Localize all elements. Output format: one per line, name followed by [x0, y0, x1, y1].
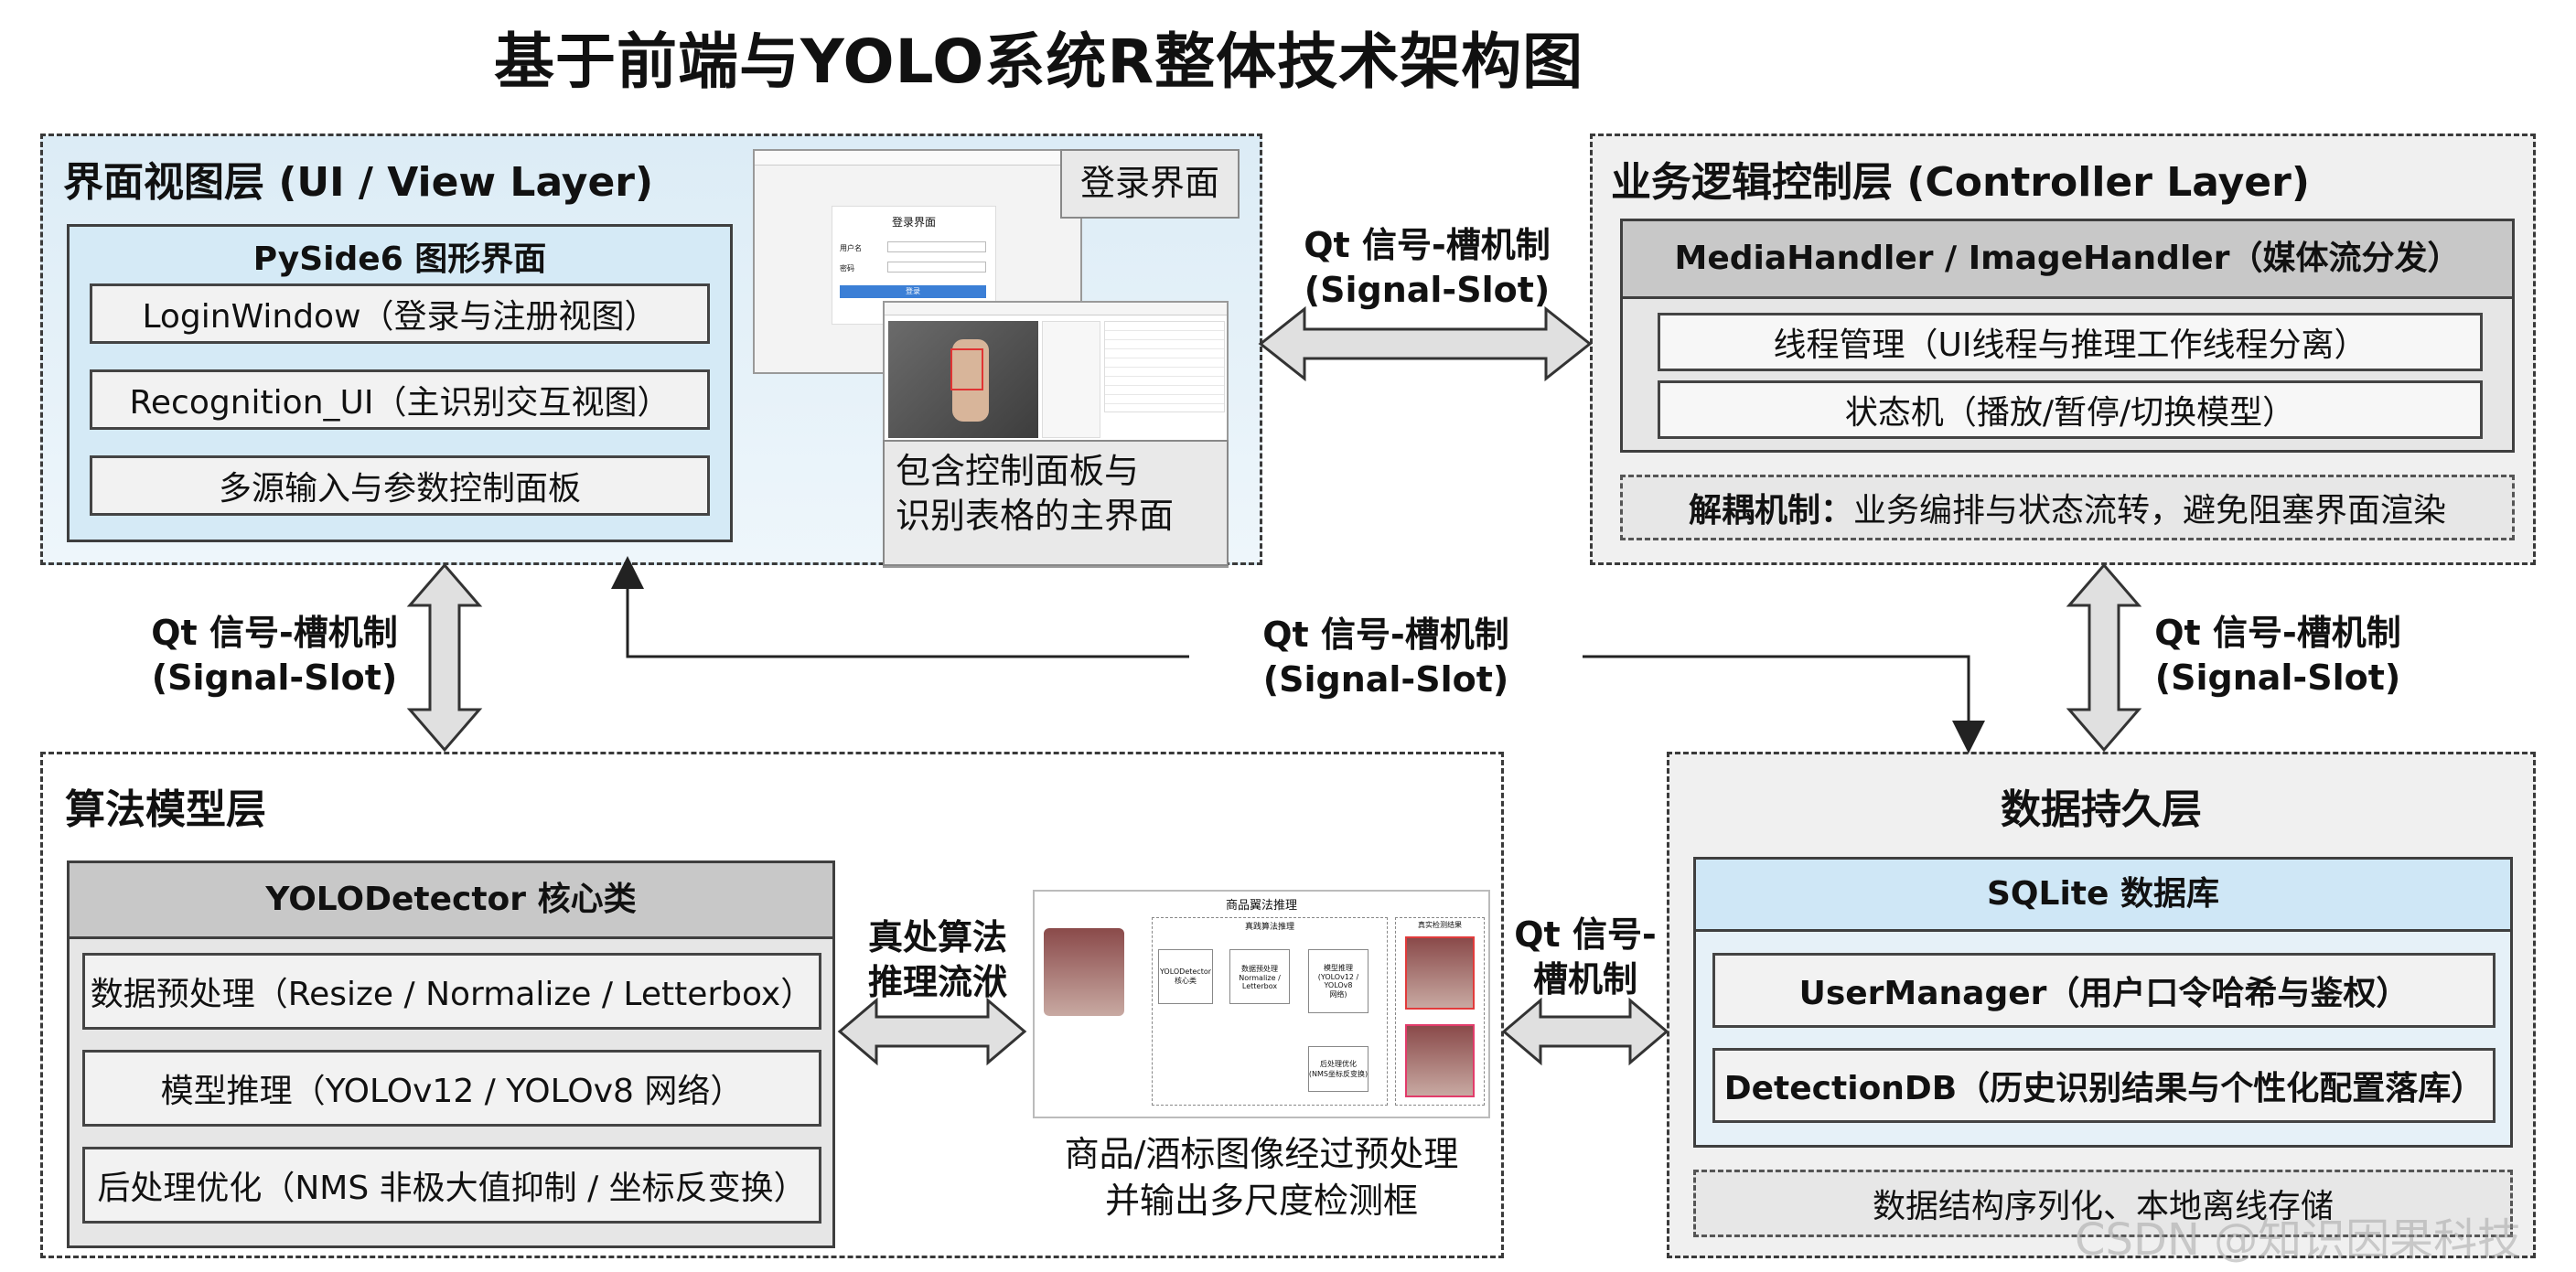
thread-management-item: 线程管理（UI线程与推理工作线程分离） — [1658, 313, 2483, 371]
main-screen-label: 包含控制面板与 识别表格的主界面 — [883, 440, 1229, 566]
preview-detection-box — [950, 348, 983, 390]
bottom-connector-text: Qt 信号- 槽机制 — [1514, 914, 1657, 1000]
decoupling-note-text: 业务编排与状态流转，避免阻塞界面渲染 — [1853, 492, 2447, 529]
left-double-arrow — [406, 562, 483, 753]
controller-layer: 业务逻辑控制层 (Controller Layer) MediaHandler … — [1590, 134, 2536, 565]
main-window-titlebar — [885, 303, 1227, 315]
left-connector-text: Qt 信号-槽机制 (Signal-Slot) — [151, 613, 398, 699]
bottle-photo — [1044, 928, 1124, 1016]
login-user-label: 用户名 — [840, 244, 862, 252]
inference-item: 模型推理（YOLOv12 / YOLOv8 网络） — [82, 1050, 821, 1127]
yolodetector-title: YOLODetector 核心类 — [70, 863, 832, 939]
login-submit-button: 登录 — [840, 285, 986, 298]
pipeline-box-postprocess-text: 后处理优化 (NMS坐标反变换) — [1308, 1060, 1368, 1078]
pipeline-box-inference: 模型推理 (YOLOv12 / YOLOv8 网络) — [1308, 949, 1368, 1013]
media-handler-panel: MediaHandler / ImageHandler（媒体流分发） 线程管理（… — [1620, 219, 2515, 453]
control-panel-mini — [1042, 321, 1100, 438]
pipeline-double-arrow — [837, 997, 1027, 1066]
serialization-note: 数据结构序列化、本地离线存储 — [1693, 1170, 2513, 1237]
center-connector-label: Qt 信号-槽机制 (Signal-Slot) — [1189, 613, 1583, 703]
pipeline-box-detector-text: YOLODetector 核心类 — [1159, 967, 1212, 985]
pipeline-caption-text: 商品/酒标图像经过预处理 并输出多尺度检测框 — [1064, 1134, 1459, 1222]
diagram-title: 基于前端与YOLO系统R整体技术架构图 — [494, 27, 1584, 97]
data-layer-title: 数据持久层 — [2001, 786, 2202, 833]
yolodetector-panel: YOLODetector 核心类 数据预处理（Resize / Normaliz… — [67, 860, 835, 1248]
login-screen-label: 登录界面 — [1060, 149, 1240, 219]
pipeline-box-postprocess: 后处理优化 (NMS坐标反变换) — [1308, 1046, 1368, 1092]
input-control-item: 多源输入与参数控制面板 — [90, 455, 710, 516]
login-form-heading: 登录界面 — [891, 216, 936, 229]
result-bottle-bottom — [1405, 1024, 1475, 1097]
pipeline-inner-title: 真践算法推理 — [1244, 923, 1294, 932]
preprocess-item: 数据预处理（Resize / Normalize / Letterbox） — [82, 953, 821, 1030]
pipeline-label: 真处算法 推理流洑 — [863, 915, 1013, 1006]
sqlite-title: SQLite 数据库 — [1696, 860, 2510, 932]
decoupling-note: 解耦机制：业务编排与状态流转，避免阻塞界面渲染 — [1620, 475, 2515, 540]
detection-db-item: DetectionDB（历史识别结果与个性化配置落库） — [1712, 1048, 2496, 1123]
login-window-titlebar — [755, 151, 1080, 166]
pyside6-panel-title: PySide6 图形界面 — [252, 241, 547, 278]
pipeline-result-box: 真实检测结果 — [1395, 917, 1485, 1106]
algorithm-layer-title: 算法模型层 — [65, 786, 266, 833]
decoupling-note-bold: 解耦机制： — [1688, 492, 1853, 529]
postprocess-item: 后处理优化（NMS 非极大值抑制 / 坐标反变换） — [82, 1147, 821, 1224]
sqlite-panel: SQLite 数据库 UserManager（用户口令哈希与鉴权） Detect… — [1693, 857, 2513, 1148]
login-user-field — [887, 241, 986, 252]
algorithm-layer: 算法模型层 YOLODetector 核心类 数据预处理（Resize / No… — [40, 752, 1504, 1258]
controller-layer-title: 业务逻辑控制层 (Controller Layer) — [1611, 159, 2310, 206]
login-pass-label: 密码 — [840, 264, 854, 273]
top-connector-text: Qt 信号-槽机制 (Signal-Slot) — [1304, 225, 1551, 311]
ui-layer: 界面视图层 (UI / View Layer) PySide6 图形界面 Log… — [40, 134, 1262, 568]
left-connector-label: Qt 信号-槽机制 (Signal-Slot) — [137, 611, 412, 701]
pyside6-panel: PySide6 图形界面 LoginWindow（登录与注册视图） Recogn… — [67, 224, 733, 542]
pipeline-inner-box: 真践算法推理 YOLODetector 核心类 数据预处理 Normalize … — [1152, 917, 1388, 1106]
pipeline-image: 商品翼法推理 真践算法推理 YOLODetector 核心类 数据预处理 Nor… — [1033, 890, 1490, 1118]
right-connector-label: Qt 信号-槽机制 (Signal-Slot) — [2141, 611, 2415, 701]
right-connector-text: Qt 信号-槽机制 (Signal-Slot) — [2154, 613, 2401, 699]
media-handler-title: MediaHandler / ImageHandler（媒体流分发） — [1623, 221, 2512, 299]
pipeline-box-detector: YOLODetector 核心类 — [1158, 949, 1213, 1004]
pipeline-box-preprocess: 数据预处理 Normalize / Letterbox — [1229, 949, 1290, 1004]
center-connector-text: Qt 信号-槽机制 (Signal-Slot) — [1262, 615, 1509, 700]
pipeline-result-title: 真实检测结果 — [1418, 921, 1462, 929]
pipeline-image-title: 商品翼法推理 — [1225, 899, 1297, 913]
watermark: CSDN @知识因果科技 — [2075, 1214, 2522, 1266]
login-window-item: LoginWindow（登录与注册视图） — [90, 283, 710, 344]
data-layer: 数据持久层 SQLite 数据库 UserManager（用户口令哈希与鉴权） … — [1667, 752, 2536, 1258]
top-connector-label: Qt 信号-槽机制 (Signal-Slot) — [1284, 223, 1570, 314]
result-bottle-top — [1405, 936, 1475, 1010]
user-manager-item: UserManager（用户口令哈希与鉴权） — [1712, 953, 2496, 1028]
pipeline-label-text: 真处算法 推理流洑 — [867, 917, 1007, 1003]
ui-layer-title: 界面视图层 (UI / View Layer) — [63, 159, 654, 206]
main-screen-label-text: 包含控制面板与 识别表格的主界面 — [896, 451, 1175, 537]
pipeline-box-preprocess-text: 数据预处理 Normalize / Letterbox — [1239, 964, 1281, 990]
pipeline-caption: 商品/酒标图像经过预处理 并输出多尺度检测框 — [1033, 1131, 1490, 1225]
recognition-ui-item: Recognition_UI（主识别交互视图） — [90, 369, 710, 430]
login-screenshot: 登录界面 用户名 密码 登录 — [753, 149, 1082, 374]
top-double-arrow — [1258, 305, 1593, 382]
state-machine-item: 状态机（播放/暂停/切换模型） — [1658, 380, 2483, 439]
result-table-mini — [1104, 321, 1225, 412]
right-double-arrow — [2066, 562, 2142, 753]
camera-preview — [888, 321, 1038, 438]
bottom-connector-label: Qt 信号- 槽机制 — [1500, 913, 1670, 1003]
login-pass-field — [887, 262, 986, 273]
data-double-arrow — [1501, 997, 1669, 1066]
pipeline-box-inference-text: 模型推理 (YOLOv12 / YOLOv8 网络) — [1317, 964, 1359, 999]
